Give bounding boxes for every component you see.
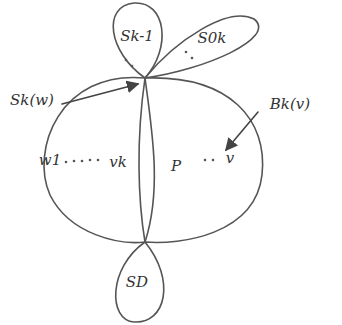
pointer-arrow (226, 112, 258, 150)
region-label: Sk(w) (10, 93, 54, 108)
dotted-path (65, 51, 215, 164)
petal-label: S0k (198, 31, 227, 46)
inner-path (145, 78, 154, 242)
petal-label: Sk-1 (120, 29, 154, 44)
top-right-petal (145, 16, 259, 78)
pointer-arrow (62, 84, 138, 104)
vertex-label: v (226, 151, 234, 166)
path-label: P (171, 159, 181, 174)
vertex-label: w1 (39, 153, 61, 168)
bottom-petal (116, 242, 164, 322)
inner-path (139, 78, 145, 242)
vertex-label: vk (109, 155, 127, 170)
petal-label: SD (126, 275, 148, 290)
region-label: Bk(v) (270, 97, 310, 112)
outer-loop (44, 77, 263, 242)
